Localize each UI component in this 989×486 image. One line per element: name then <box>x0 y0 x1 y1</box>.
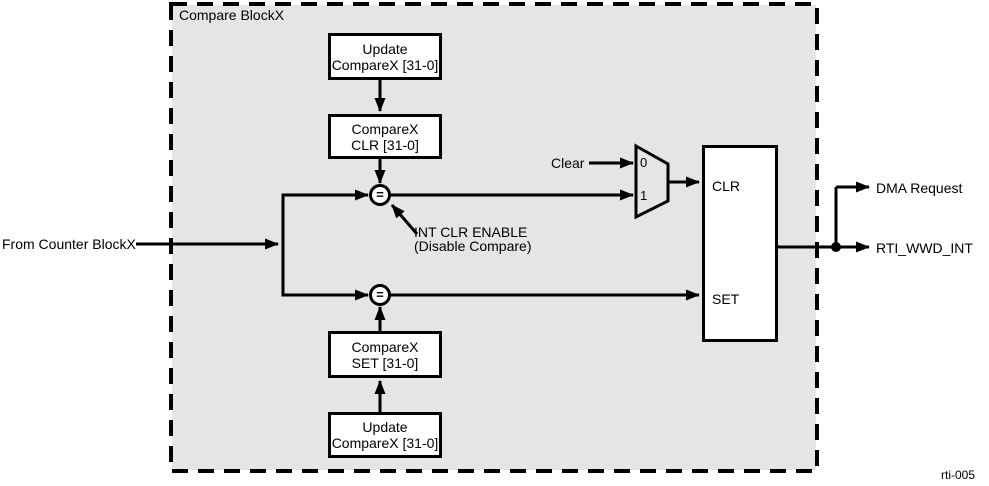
update-comparex-bottom-box: Update CompareX [31-0] <box>328 412 442 458</box>
compare-block-title: Compare BlockX <box>179 7 285 23</box>
mux-shape <box>634 143 670 220</box>
update-comparex-top-line1: Update <box>362 40 408 57</box>
update-comparex-top-line2: CompareX [31-0] <box>331 56 439 73</box>
mux-input1-label: 1 <box>640 188 648 203</box>
dma-request-label: DMA Request <box>876 180 963 196</box>
int-clr-enable-annotation: INT CLR ENABLE (Disable Compare) <box>414 225 531 253</box>
update-comparex-bottom-line2: CompareX [31-0] <box>331 435 439 451</box>
rti-wwd-int-label: RTI_WWD_INT <box>876 240 973 256</box>
comparex-clr-line1: CompareX <box>351 120 419 137</box>
comparex-set-line1: CompareX <box>351 338 419 355</box>
figure-code: rti-005 <box>941 468 976 482</box>
equals-symbol-set: = <box>376 287 384 302</box>
comparator-circle-set <box>369 284 391 306</box>
int-clr-enable-line1: INT CLR ENABLE <box>414 224 528 240</box>
update-comparex-bottom-line1: Update <box>362 419 408 435</box>
clr-set-latch-box: CLR SET <box>702 145 778 342</box>
latch-set-label: SET <box>712 291 740 307</box>
wire-int-clr-enable-pointer <box>390 204 419 235</box>
comparator-circle-clr <box>369 184 391 206</box>
int-clr-enable-line2: (Disable Compare) <box>414 238 532 254</box>
from-counter-label: From Counter BlockX <box>2 236 136 252</box>
clear-label: Clear <box>551 155 585 171</box>
comparex-set-line2: SET [31-0] <box>351 354 419 371</box>
mux-input0-label: 0 <box>640 155 648 170</box>
latch-clr-label: CLR <box>712 178 741 194</box>
comparex-clr-box: CompareX CLR [31-0] <box>328 114 442 159</box>
comparex-set-box: CompareX SET [31-0] <box>328 331 442 378</box>
equals-symbol-clr: = <box>376 187 384 202</box>
update-comparex-top-box: Update CompareX [31-0] <box>328 33 442 80</box>
compare-block-boundary <box>169 2 819 473</box>
comparex-clr-line2: CLR [31-0] <box>351 136 419 153</box>
